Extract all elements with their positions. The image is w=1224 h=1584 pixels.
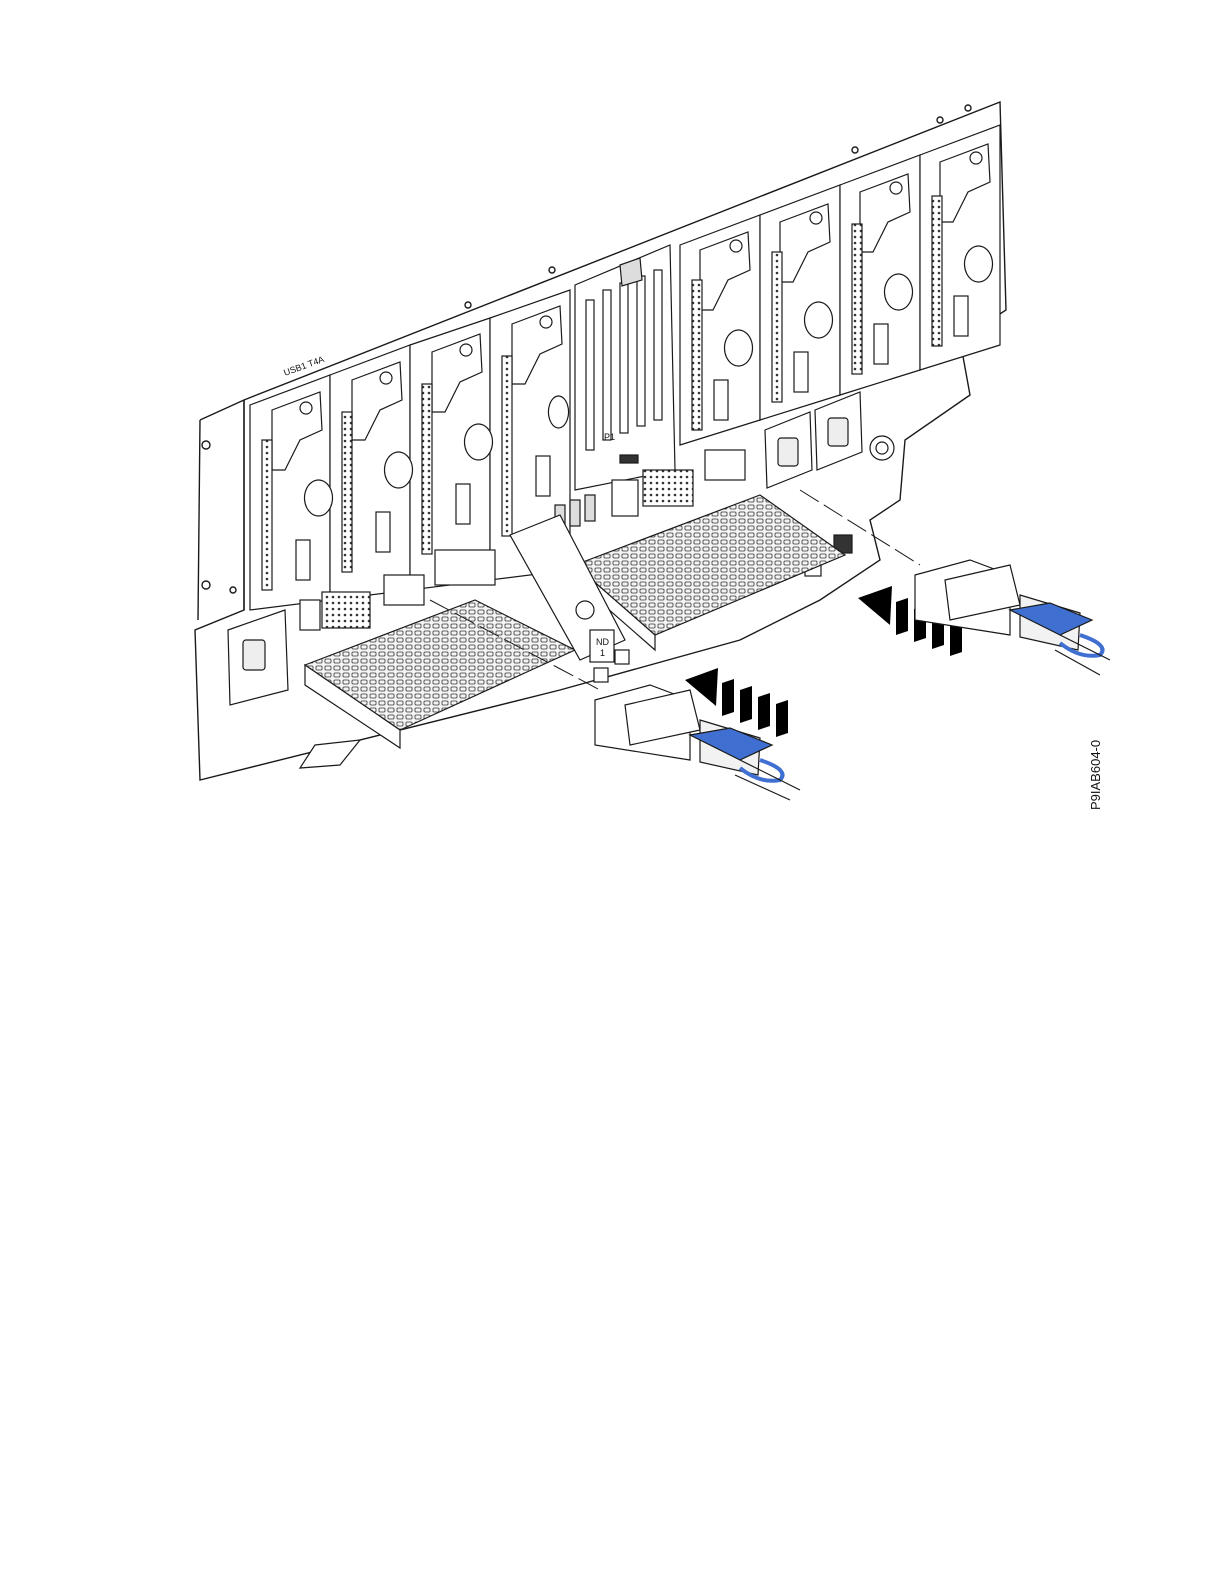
node-label-line1: ND: [596, 637, 609, 647]
figure-id-label: P9IAB604-0: [1088, 720, 1110, 810]
figure-id-text: P9IAB604-0: [1088, 740, 1103, 810]
center-slot-assembly: [575, 245, 675, 490]
cable-connector-icon: [915, 560, 1110, 675]
node-label-line2: 1: [600, 648, 605, 658]
slot-label: P1: [604, 432, 615, 442]
